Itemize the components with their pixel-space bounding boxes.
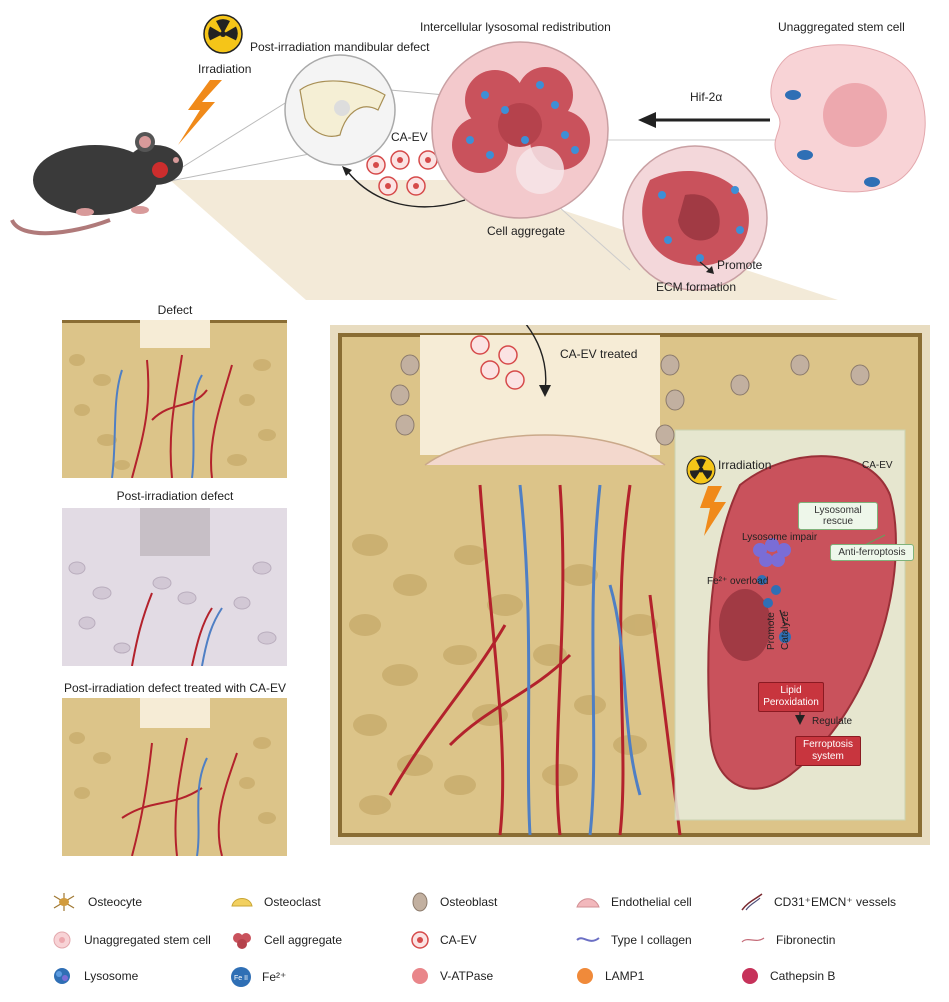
ca-ev-label: CA-EV: [391, 130, 428, 144]
stem-cell-illustration: [770, 44, 926, 193]
ca-ev-icon: [411, 931, 429, 949]
legend-vessels: CD31⁺EMCN⁺ vessels: [740, 892, 896, 912]
radiation-icon: [203, 14, 243, 54]
stem-cell-icon: [53, 931, 71, 949]
fe-overload-label: Fe²⁺ overload: [707, 576, 769, 587]
panel-post-irradiation: [62, 508, 287, 666]
hif-arrow-head: [638, 112, 656, 128]
osteoblasts: [390, 354, 870, 446]
regulate-label: Regulate: [812, 716, 853, 727]
legend-endothelial: Endothelial cell: [575, 892, 692, 912]
hif-label: Hif-2α: [690, 90, 723, 104]
fe-icon: Fe II: [231, 967, 251, 987]
cathepsin-icon: [742, 968, 758, 984]
aggregate-icon: [233, 933, 251, 949]
legend-aggregate: Cell aggregate: [230, 930, 342, 950]
main-irradiation-label: Irradiation: [718, 458, 772, 472]
osteoblast-icon: [412, 892, 428, 912]
catalyze-vertical-label: Catalyze: [780, 611, 791, 650]
osteocyte-icon: [53, 893, 75, 911]
ca-ev-arrow: [347, 171, 466, 208]
lipid-peroxidation-box: Lipid Peroxidation: [758, 682, 824, 712]
ecm-circle: [622, 145, 768, 291]
veins: [518, 484, 642, 836]
redistribution-label: Intercellular lysosomal redistribution: [420, 20, 611, 34]
legend-osteoblast: Osteoblast: [410, 892, 497, 912]
lightning-icon: [178, 80, 222, 145]
vessels-icon: [741, 893, 763, 911]
lysosome-impair-label: Lysosome impair: [742, 532, 818, 543]
mandible-circle: [284, 54, 396, 166]
unaggregated-label: Unaggregated stem cell: [778, 20, 905, 34]
fibronectin-icon: [741, 937, 765, 943]
endothelial-icon: [576, 898, 600, 908]
promote-vertical-label: Promote: [766, 612, 777, 650]
promote-label: Promote: [717, 258, 763, 272]
legend-osteocyte: Osteocyte: [50, 892, 142, 912]
lysosomal-rescue-box: Lysosomal rescue: [798, 502, 878, 530]
legend-vatpase: V-ATPase: [410, 966, 493, 986]
legend-osteoclast: Osteoclast: [230, 892, 321, 912]
anti-ferroptosis-box: Anti-ferroptosis: [830, 544, 914, 561]
irradiation-label: Irradiation: [198, 62, 252, 76]
vatpase-icon: [412, 968, 428, 984]
fe-ions: [757, 575, 791, 643]
lysosome-icon: [54, 968, 70, 984]
legend-collagen: Type I collagen: [575, 930, 692, 950]
cell-aggregate-circle: [431, 41, 609, 219]
ca-ev-cluster: [366, 150, 438, 196]
lysosome-cluster: [753, 538, 791, 567]
main-lightning-icon: [700, 486, 726, 536]
legend-fibronectin: Fibronectin: [740, 930, 835, 950]
legend-fe: Fe II Fe²⁺: [230, 966, 286, 988]
ferroptosis-system-box: Ferroptosis system: [795, 736, 861, 766]
top-diagram: [10, 14, 926, 300]
legend-lamp1: LAMP1: [575, 966, 644, 986]
legend-cathepsin: Cathepsin B: [740, 966, 835, 986]
svg-text:Fe II: Fe II: [234, 975, 248, 982]
panel-title-post-irradiation: Post-irradiation defect: [116, 489, 234, 503]
panel-defect: [62, 320, 287, 478]
ecm-label: ECM formation: [656, 280, 737, 294]
ca-ev-treated-label: CA-EV treated: [560, 347, 638, 361]
osteoclast-icon: [231, 898, 253, 907]
arteries: [388, 484, 682, 836]
panel-title-defect: Defect: [157, 303, 193, 317]
legend-lysosome: Lysosome: [50, 966, 138, 986]
main-radiation-icon: [686, 455, 716, 485]
main-panel: [330, 325, 930, 845]
collagen-icon: [576, 937, 600, 942]
legend-caev: CA-EV: [410, 930, 477, 950]
panel-title-treated: Post-irradiation defect treated with CA-…: [63, 681, 287, 695]
legend-stem: Unaggregated stem cell: [50, 930, 211, 950]
cell-aggregate-label: Cell aggregate: [487, 224, 566, 238]
mouse-illustration: [10, 132, 183, 236]
mandibular-defect-label: Post-irradiation mandibular defect: [250, 40, 430, 54]
lamp1-icon: [577, 968, 593, 984]
main-ca-ev-label: CA-EV: [862, 460, 893, 471]
panel-treated: [62, 698, 287, 856]
